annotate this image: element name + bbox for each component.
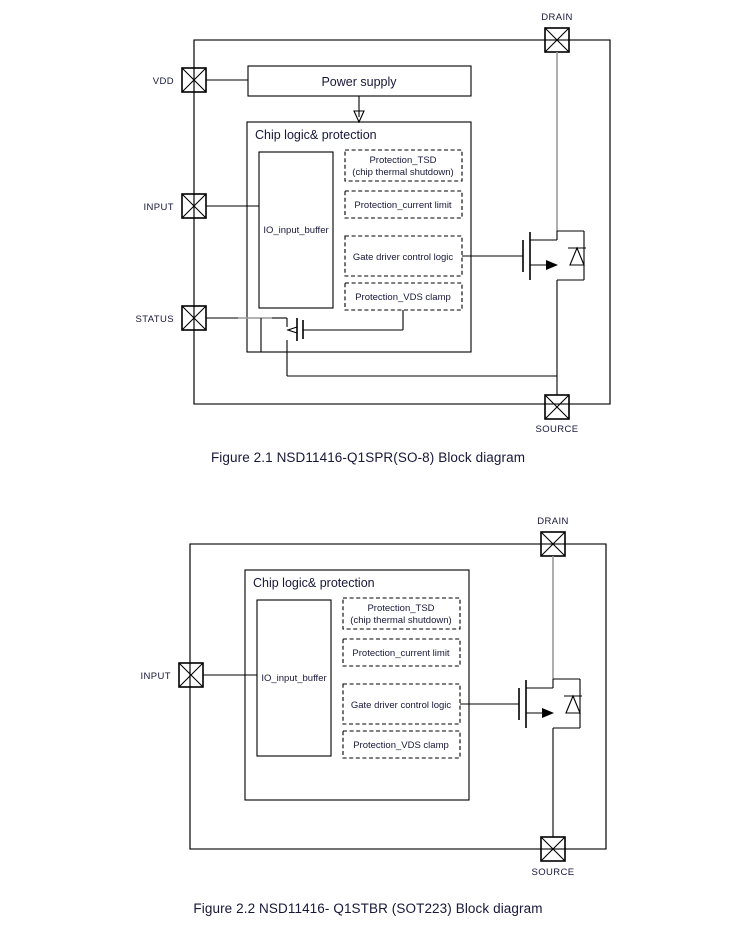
block-protection-current-limit xyxy=(344,190,463,219)
figure-2-2-caption: Figure 2.2 NSD11416- Q1STBR (SOT223) Blo… xyxy=(193,901,543,916)
block-protection-tsd-label-1: Protection_TSD xyxy=(369,155,436,166)
pin-input-2[interactable] xyxy=(178,662,204,688)
pin-source-label-2: SOURCE xyxy=(531,867,574,878)
block-protection-tsd-label-2: (chip thermal shutdown) xyxy=(352,167,453,178)
figure-2-1-diagram: DRAIN SOURCE VDD INPUT STATUS xyxy=(136,12,611,435)
pin-source[interactable] xyxy=(544,394,570,420)
block-protection-tsd-label-2-2: (chip thermal shutdown) xyxy=(350,615,451,626)
pin-vdd-label: VDD xyxy=(153,76,174,87)
block-protection-current-limit-label-2: Protection_current limit xyxy=(352,648,450,659)
block-gate-driver-label-2: Gate driver control logic xyxy=(351,700,452,711)
block-io-input-buffer-2 xyxy=(256,599,332,757)
block-protection-tsd-2 xyxy=(342,597,461,630)
block-chip-logic-2 xyxy=(244,569,470,801)
pin-input-label: INPUT xyxy=(144,202,175,213)
block-io-input-buffer-label: IO_input_buffer xyxy=(263,225,328,236)
pin-input-label-2: INPUT xyxy=(141,671,172,682)
block-power-supply-label: Power supply xyxy=(321,75,397,89)
block-gate-driver xyxy=(344,235,463,277)
block-io-input-buffer-label-2: IO_input_buffer xyxy=(261,673,326,684)
pin-drain-label-2: DRAIN xyxy=(537,516,569,527)
block-protection-current-limit-label: Protection_current limit xyxy=(354,200,452,211)
block-protection-vds-clamp-2 xyxy=(342,730,461,759)
block-protection-tsd xyxy=(344,149,463,182)
block-gate-driver-label: Gate driver control logic xyxy=(353,252,454,263)
package-outline xyxy=(193,39,611,405)
block-gate-driver-2 xyxy=(342,683,461,725)
pin-status-label: STATUS xyxy=(136,314,174,325)
power-mosfet-symbol xyxy=(522,230,586,281)
block-chip-logic-label-2: Chip logic& protection xyxy=(253,576,375,590)
wiring-net-2 xyxy=(189,543,607,850)
wiring-net xyxy=(193,39,611,405)
pin-drain-label: DRAIN xyxy=(541,12,573,23)
block-protection-tsd-label-2-1: Protection_TSD xyxy=(367,603,434,614)
pin-source-label: SOURCE xyxy=(535,424,578,435)
figure-2-1-caption: Figure 2.1 NSD11416-Q1SPR(SO-8) Block di… xyxy=(210,450,526,465)
block-protection-vds-clamp-label-2: Protection_VDS clamp xyxy=(353,740,449,751)
figure-2-2-diagram: DRAIN SOURCE INPUT Chip logic& protectio… xyxy=(141,516,607,878)
block-protection-vds-clamp xyxy=(344,282,463,311)
power-mosfet-symbol-2 xyxy=(518,678,582,729)
block-protection-vds-clamp-label: Protection_VDS clamp xyxy=(355,292,451,303)
block-io-input-buffer xyxy=(258,151,334,309)
block-chip-logic-label: Chip logic& protection xyxy=(255,128,377,142)
block-protection-current-limit-2 xyxy=(342,638,461,667)
